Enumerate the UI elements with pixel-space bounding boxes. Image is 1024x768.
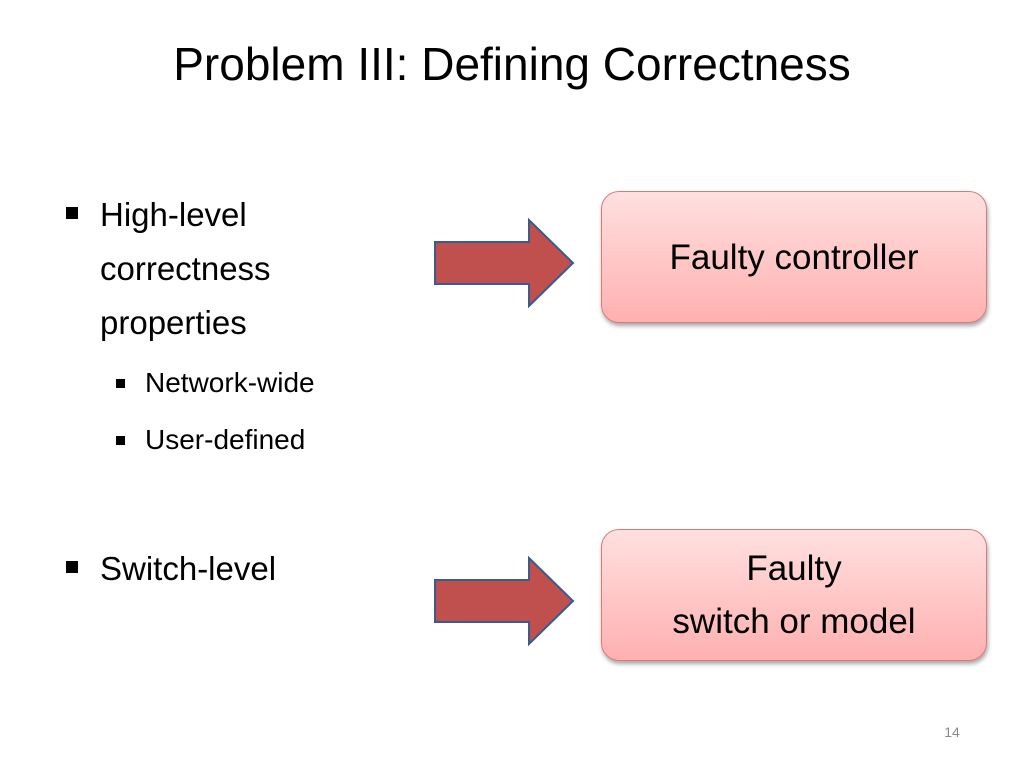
arrow-shape (434, 556, 575, 646)
sub-bullet-marker-icon (116, 379, 125, 388)
bullet-marker-icon (66, 207, 78, 219)
right-arrow-icon (434, 556, 575, 646)
box-label: Faulty switch or model (672, 549, 916, 641)
right-arrow-icon (434, 218, 575, 308)
sub-bullet-text: User-defined (145, 424, 306, 455)
sub-bullet-text: Network-wide (145, 367, 315, 398)
bullet-marker-icon (66, 561, 78, 573)
page-number: 14 (944, 724, 960, 740)
box-label: Faulty controller (669, 237, 919, 277)
faulty-switch-box: Faulty switch or model (601, 529, 987, 661)
arrow-shape (434, 218, 575, 308)
sub-bullet-marker-icon (116, 436, 125, 445)
slide-title: Problem III: Defining Correctness (173, 38, 851, 90)
bullet-text: High-level correctness properties (100, 196, 271, 341)
bullet-text: Switch-level (100, 550, 277, 587)
faulty-controller-box: Faulty controller (601, 191, 987, 323)
